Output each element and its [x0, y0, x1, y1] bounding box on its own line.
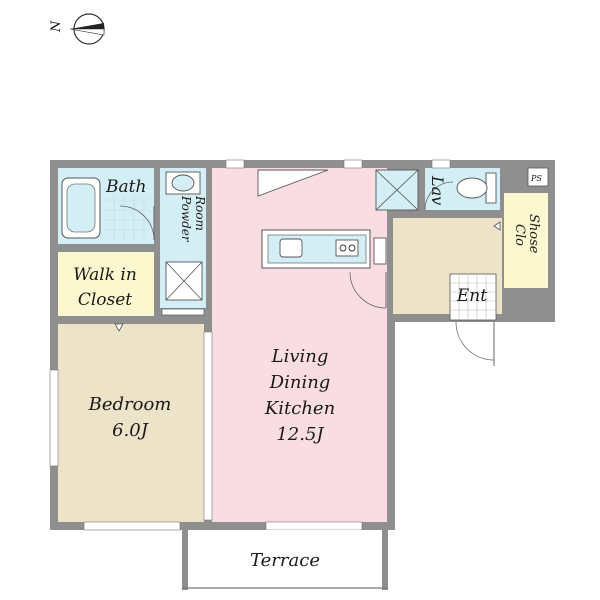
label-lav: Lav — [428, 175, 447, 205]
label-shoe-closet: ShoseClo — [512, 214, 541, 254]
label-bedroom-name: Bedroom — [88, 394, 172, 415]
label-ldk-size: 12.5J — [276, 424, 325, 445]
stove-burner-icon — [339, 244, 347, 252]
terrace-rail-west — [182, 530, 188, 590]
washing-machine-diag-2 — [165, 261, 203, 301]
terrace — [182, 530, 388, 590]
lav-fixtures — [424, 172, 497, 211]
compass-north-label: N — [49, 20, 64, 33]
storage-box-diag-2 — [375, 169, 419, 211]
label-terrace: Terrace — [250, 550, 320, 571]
bedroom-floor — [58, 324, 204, 522]
storage-hatch-icon — [257, 169, 329, 197]
toilet-bowl-icon — [456, 177, 488, 199]
lav-door-swing-icon — [424, 181, 454, 211]
powder-room-fixtures — [165, 171, 203, 301]
compass: N — [49, 13, 105, 45]
fridge-icon — [373, 237, 387, 265]
entrance-tile-grid — [450, 274, 496, 320]
stove-icon — [335, 239, 359, 257]
ps-box — [527, 167, 549, 187]
closet-door-marker-icon — [114, 323, 124, 332]
label-ldk-line-3: Kitchen — [264, 398, 335, 419]
kitchen-sink-icon — [279, 238, 303, 258]
window-bedroom-east — [203, 331, 213, 521]
shoe-closet-marker-icon — [493, 221, 501, 231]
label-ldk-line-1: Living — [271, 346, 329, 367]
toilet-tank-icon — [485, 172, 497, 204]
window-ldk-north-1 — [225, 159, 245, 169]
window-lav-north — [431, 159, 451, 169]
window-bedroom-south — [83, 521, 181, 531]
label-powder-room: PowderRoom — [179, 195, 207, 243]
window-ldk-north-2 — [343, 159, 363, 169]
label-ldk-line-2: Dining — [269, 372, 331, 393]
walk-in-closet-floor — [58, 252, 154, 316]
bath-door-swing-icon — [119, 205, 155, 241]
windows — [49, 159, 451, 531]
powder-room-shelf — [161, 308, 205, 316]
bath-fixtures — [61, 177, 155, 241]
window-ldk-south — [265, 521, 363, 531]
label-entrance: Ent — [456, 286, 487, 306]
wash-basin-icon — [171, 174, 195, 192]
ldk-floor — [212, 168, 387, 522]
kitchen-fixtures — [257, 169, 419, 309]
front-door-swing-icon — [455, 321, 495, 361]
window-bedroom-west — [49, 369, 59, 467]
entrance-fixtures — [449, 273, 497, 366]
stove-burner-icon-2 — [348, 244, 356, 252]
compass-needle-half-icon — [69, 28, 105, 36]
label-ps: PS — [530, 174, 542, 183]
entrance-tile-floor — [449, 273, 497, 321]
terrace-rail-east — [382, 530, 388, 590]
bath-tile-grid — [104, 196, 150, 240]
label-bath: Bath — [105, 177, 146, 197]
room-labels: Bath PowderRoom Lav PS ShoseClo Walk in … — [73, 174, 542, 571]
label-bedroom-size: 6.0J — [112, 420, 150, 441]
label-walk-in-closet-line-2: Closet — [78, 290, 132, 310]
ldk-door-swing-icon — [349, 271, 387, 309]
shoe-closet-floor — [504, 193, 548, 288]
terrace-floor — [182, 530, 388, 590]
label-walk-in-closet-line-1: Walk in — [73, 265, 137, 285]
room-fills — [58, 167, 549, 522]
bathtub-inner-icon — [66, 183, 96, 233]
